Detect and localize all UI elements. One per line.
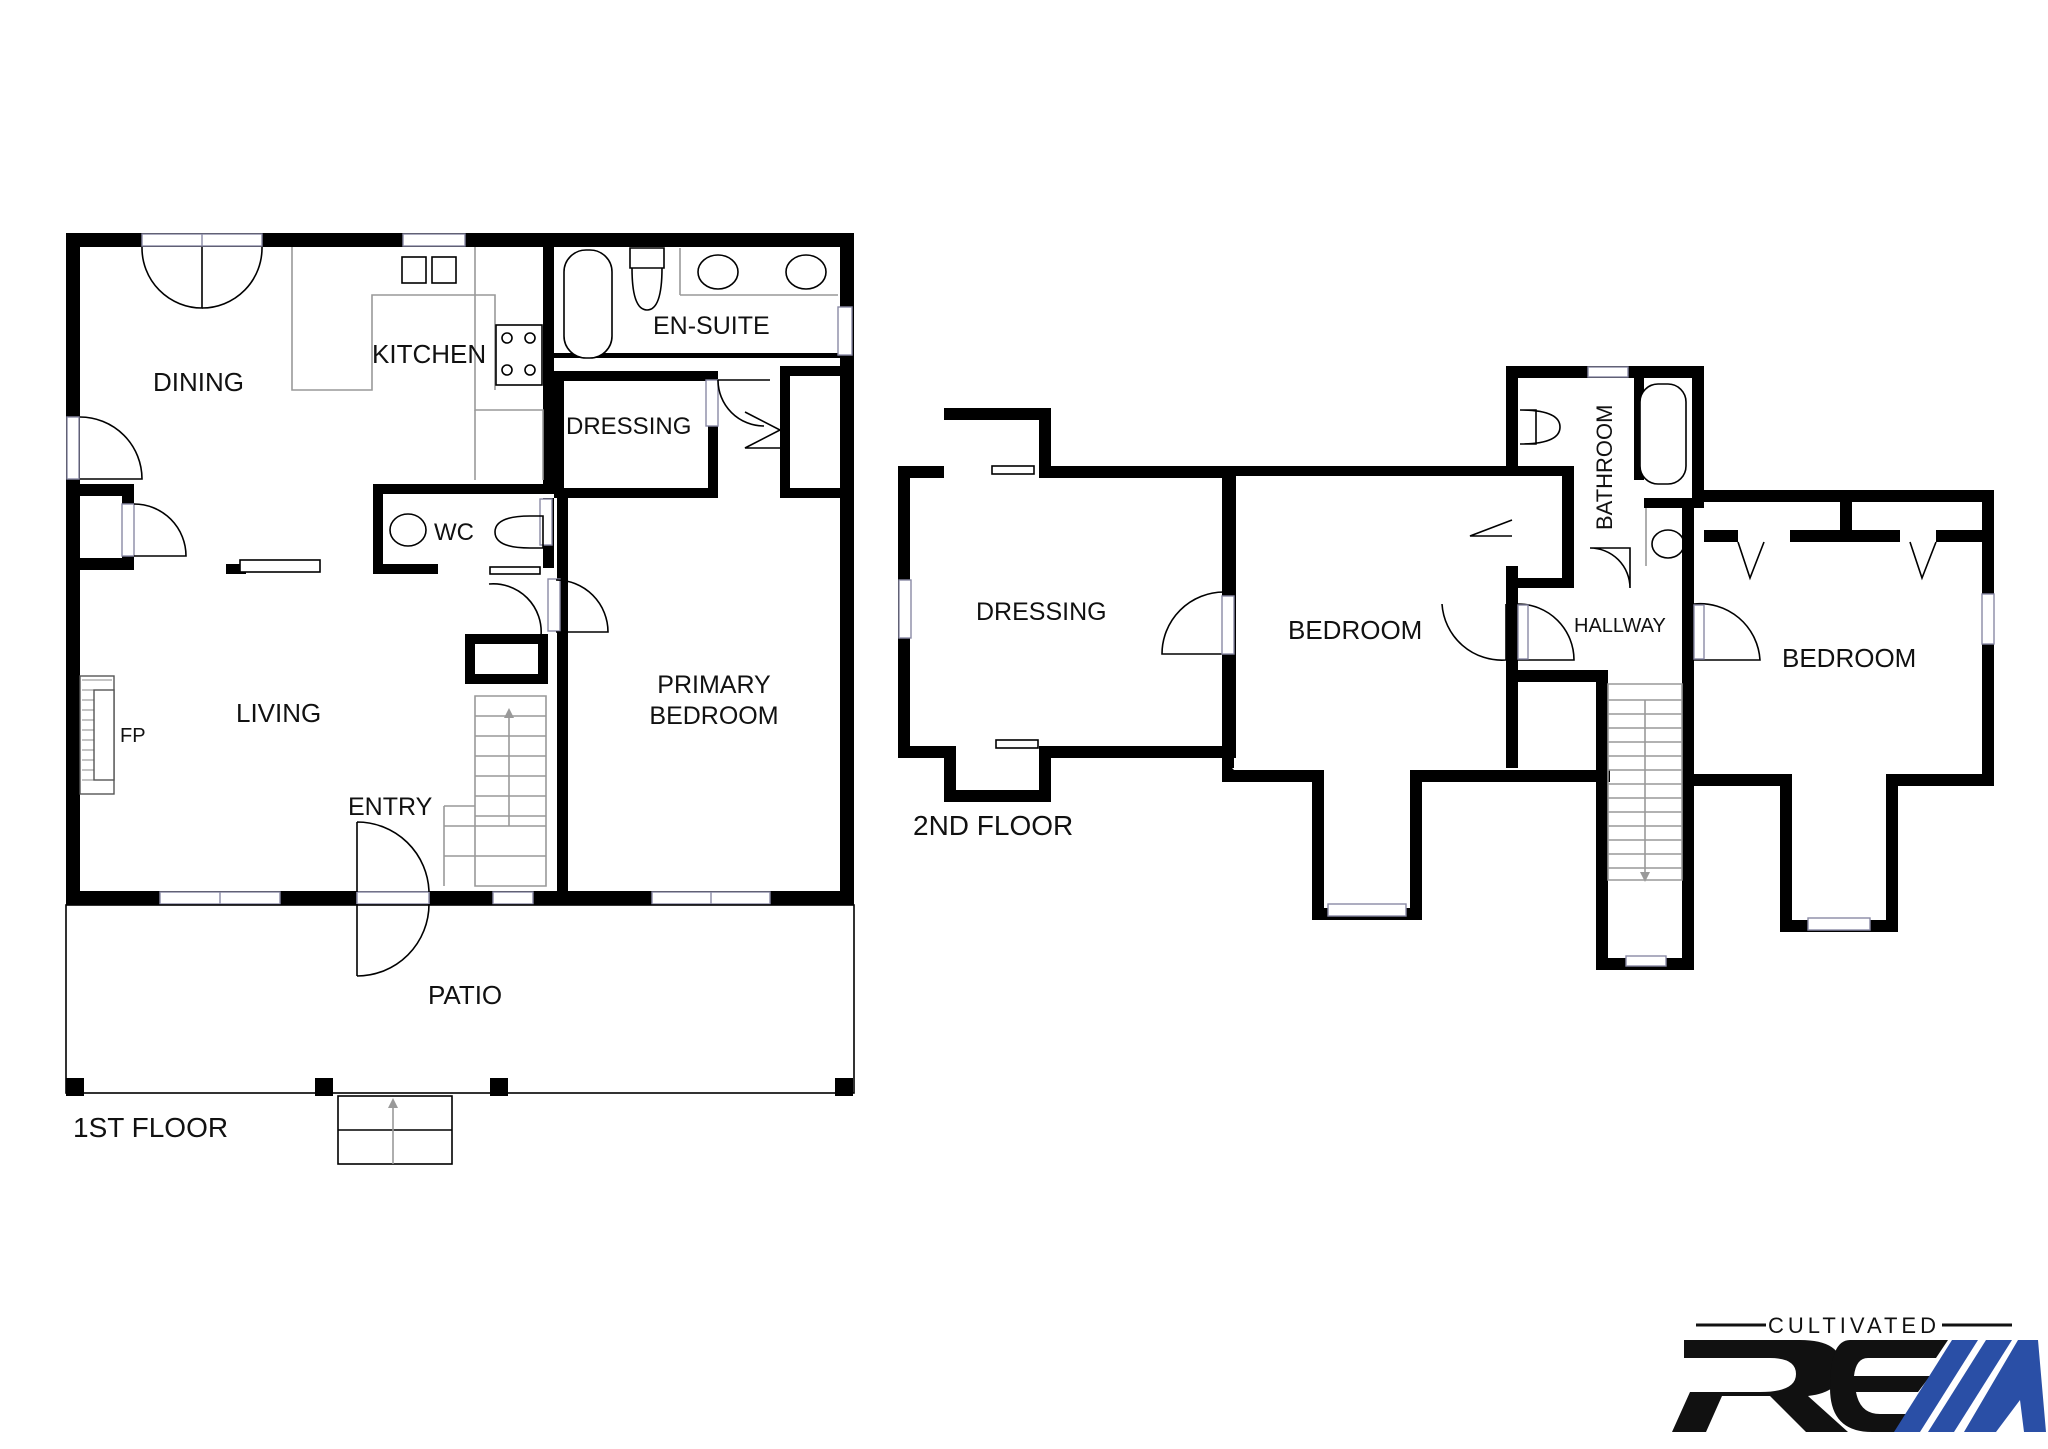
room-label-bathroom: BATHROOM [1592, 405, 1617, 530]
room-label-bedroom-1: BEDROOM [1288, 615, 1422, 645]
logo-slash-2 [1928, 1340, 2012, 1432]
logo-tagline: CULTIVATED [1768, 1313, 1940, 1338]
room-labels: DINING KITCHEN EN-SUITE DRESSING WC LIVI… [73, 312, 1916, 1143]
company-logo: CULTIVATED [1672, 1313, 2046, 1432]
logo-slash-1 [1894, 1340, 1978, 1432]
room-label-wc: WC [434, 519, 474, 546]
logo-letter-r [1672, 1340, 1848, 1432]
room-label-entry: ENTRY [348, 793, 433, 821]
room-label-living: LIVING [236, 698, 321, 728]
first-floor-plan [65, 233, 855, 1165]
room-label-primary-bedroom-1: PRIMARY [657, 671, 771, 699]
floor-label-second: 2ND FLOOR [913, 810, 1073, 841]
room-label-dressing-2: DRESSING [976, 598, 1107, 626]
room-label-en-suite: EN-SUITE [653, 312, 770, 340]
room-label-patio: PATIO [428, 980, 502, 1010]
room-label-dressing-1: DRESSING [566, 413, 691, 440]
room-label-fireplace: FP [120, 725, 146, 747]
room-label-primary-bedroom-2: BEDROOM [649, 702, 778, 730]
room-label-bedroom-2: BEDROOM [1782, 643, 1916, 673]
floor-label-first: 1ST FLOOR [73, 1112, 228, 1143]
logo-roof-a [1964, 1340, 2046, 1432]
second-floor-plan [898, 366, 1995, 970]
logo-letter-e [1830, 1340, 1948, 1432]
room-label-kitchen: KITCHEN [372, 339, 486, 369]
room-label-dining: DINING [153, 367, 244, 397]
room-label-hallway: HALLWAY [1574, 615, 1666, 637]
